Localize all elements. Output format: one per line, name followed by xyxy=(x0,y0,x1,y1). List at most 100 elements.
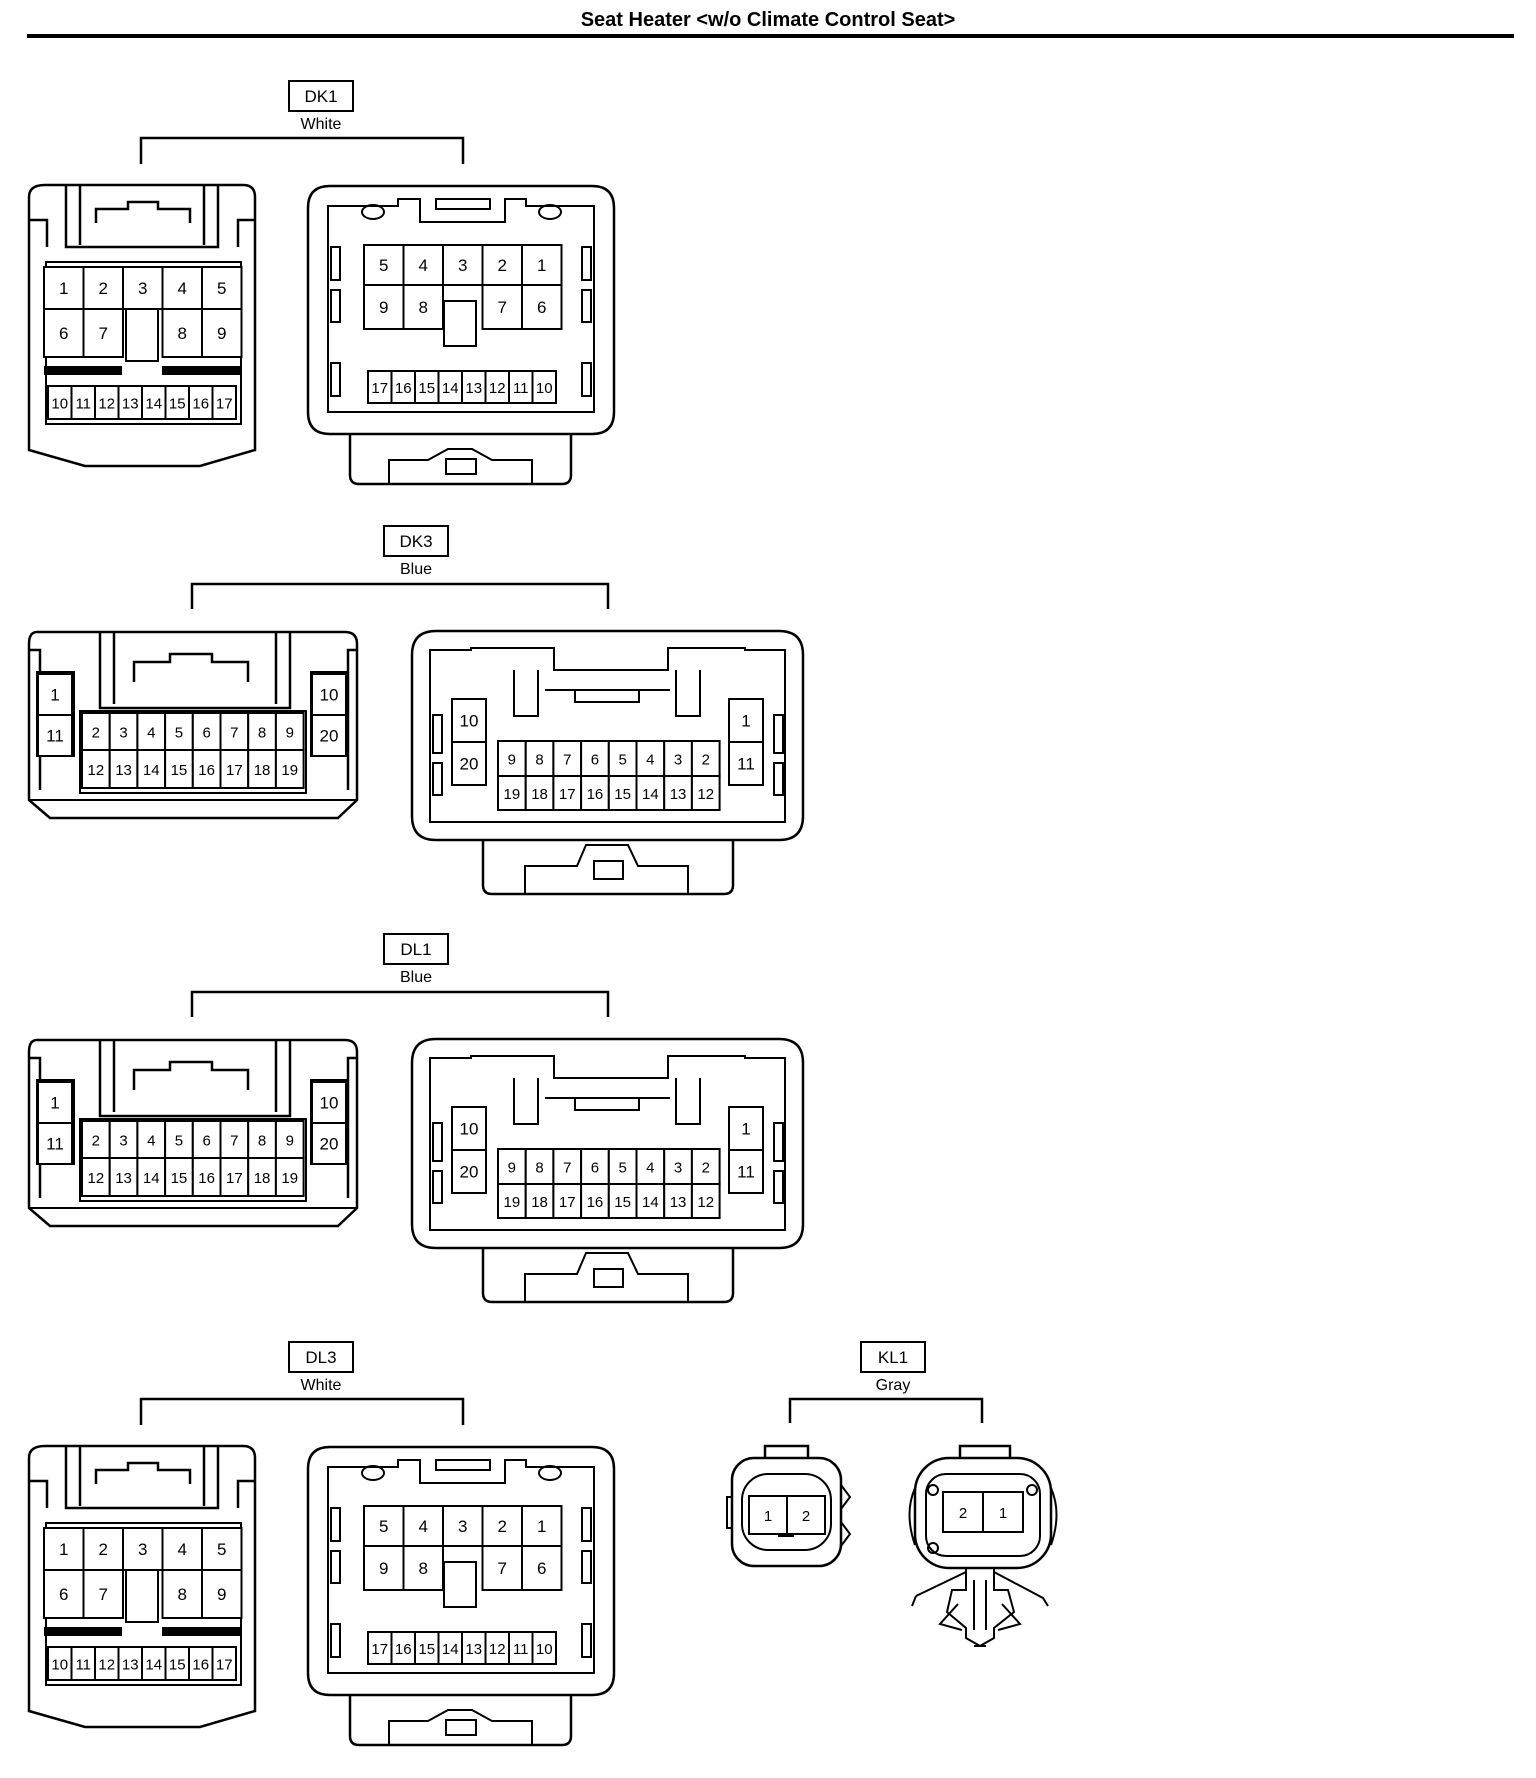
pin-cell xyxy=(219,749,250,789)
pin-label: 20 xyxy=(460,755,479,774)
pin-label: 3 xyxy=(138,1540,147,1559)
pin-label: 17 xyxy=(216,396,233,413)
pin-label: 3 xyxy=(458,1517,467,1536)
pin-label: 19 xyxy=(281,1170,298,1187)
pin-cell xyxy=(982,1491,1024,1533)
female-rib xyxy=(432,1122,443,1162)
pin-cell xyxy=(521,1545,563,1591)
pin-label: 7 xyxy=(230,1133,238,1150)
female-rib xyxy=(773,1170,784,1204)
pin-cell xyxy=(201,266,243,310)
pin-label: 12 xyxy=(489,1641,506,1658)
connector-bracket xyxy=(788,1397,984,1423)
pin-label: 8 xyxy=(258,725,266,742)
pin-cell xyxy=(82,1569,124,1619)
female-latch xyxy=(435,1459,491,1471)
pin-cell xyxy=(311,714,347,757)
pin-cell xyxy=(201,308,243,358)
female-clip-inner xyxy=(973,1580,987,1647)
pin-label: 7 xyxy=(563,1160,571,1177)
pin-label: 16 xyxy=(395,1641,412,1658)
pin-label: 17 xyxy=(226,762,243,779)
pin-cell xyxy=(37,714,73,757)
pin-label: 1 xyxy=(999,1505,1007,1522)
pin-label: 6 xyxy=(202,725,210,742)
pin-label: 9 xyxy=(286,1133,294,1150)
female-housing xyxy=(306,1445,616,1697)
pin-label: 2 xyxy=(802,1508,810,1525)
male-latch xyxy=(94,200,192,223)
pin-label: 2 xyxy=(92,1133,100,1150)
female-inner-wall xyxy=(327,198,595,413)
female-foot-latch xyxy=(524,1252,689,1302)
pin-label: 5 xyxy=(217,1540,226,1559)
male-ear-left xyxy=(726,1496,732,1529)
pin-label: 6 xyxy=(537,1559,546,1578)
pin-label: 13 xyxy=(122,396,139,413)
female-notch-left xyxy=(513,1078,539,1125)
pin-cell xyxy=(663,1183,693,1219)
male-inner-frame xyxy=(79,710,307,794)
pin-label: 14 xyxy=(145,396,162,413)
pin-label: 14 xyxy=(143,762,160,779)
pin-label: 10 xyxy=(51,1657,68,1674)
pin-label: 12 xyxy=(98,396,115,413)
pin-label: 1 xyxy=(537,1517,546,1536)
female-rib xyxy=(330,1507,341,1542)
pin-label: 14 xyxy=(143,1170,160,1187)
pin-label: 17 xyxy=(226,1170,243,1187)
connector-code-box xyxy=(383,525,449,557)
female-foot-latch xyxy=(388,448,533,484)
pin-label: 6 xyxy=(202,1133,210,1150)
pin-label: 18 xyxy=(531,786,548,803)
female-housing xyxy=(913,1456,1053,1570)
pin-label: 18 xyxy=(254,762,271,779)
pin-cell xyxy=(122,266,164,310)
female-latch xyxy=(574,1097,640,1111)
female-keyway xyxy=(443,300,477,347)
pin-cell xyxy=(37,1081,73,1124)
pin-label: 7 xyxy=(498,1559,507,1578)
pin-label: 2 xyxy=(99,279,108,298)
connector-color: White xyxy=(301,1377,342,1394)
connector-code: DK3 xyxy=(399,532,432,551)
pin-cell xyxy=(635,1183,666,1219)
pin-label: 15 xyxy=(171,1170,188,1187)
pin-label: 17 xyxy=(371,380,388,397)
connector-bracket xyxy=(139,1397,465,1425)
pin-label: 13 xyxy=(465,380,482,397)
pin-label: 19 xyxy=(281,762,298,779)
male-side-step xyxy=(29,1479,255,1508)
pin-label: 16 xyxy=(198,1170,215,1187)
pin-label: 10 xyxy=(51,396,68,413)
pin-cell xyxy=(43,308,85,358)
pin-label: 4 xyxy=(419,1517,428,1536)
pin-label: 20 xyxy=(320,1135,339,1154)
female-prong-right xyxy=(997,1603,1022,1631)
female-foot xyxy=(481,840,735,896)
female-rib xyxy=(432,762,443,796)
pin-label: 13 xyxy=(115,762,132,779)
pin-cell xyxy=(521,244,563,286)
pin-label: 8 xyxy=(178,1585,187,1604)
pin-label: 5 xyxy=(379,1517,388,1536)
pin-label: 1 xyxy=(50,1094,59,1113)
pin-label: 10 xyxy=(536,380,553,397)
pin-label: 8 xyxy=(535,1160,543,1177)
female-foot-tab xyxy=(593,860,624,880)
pin-label: 10 xyxy=(536,1641,553,1658)
male-lock-inner xyxy=(78,185,206,245)
pin-cell xyxy=(635,775,666,811)
pin-cell xyxy=(690,1183,721,1219)
connector-color: Blue xyxy=(400,969,432,986)
connector-code: DK1 xyxy=(304,87,337,106)
pin-label: 9 xyxy=(286,725,294,742)
female-rib xyxy=(330,362,341,397)
